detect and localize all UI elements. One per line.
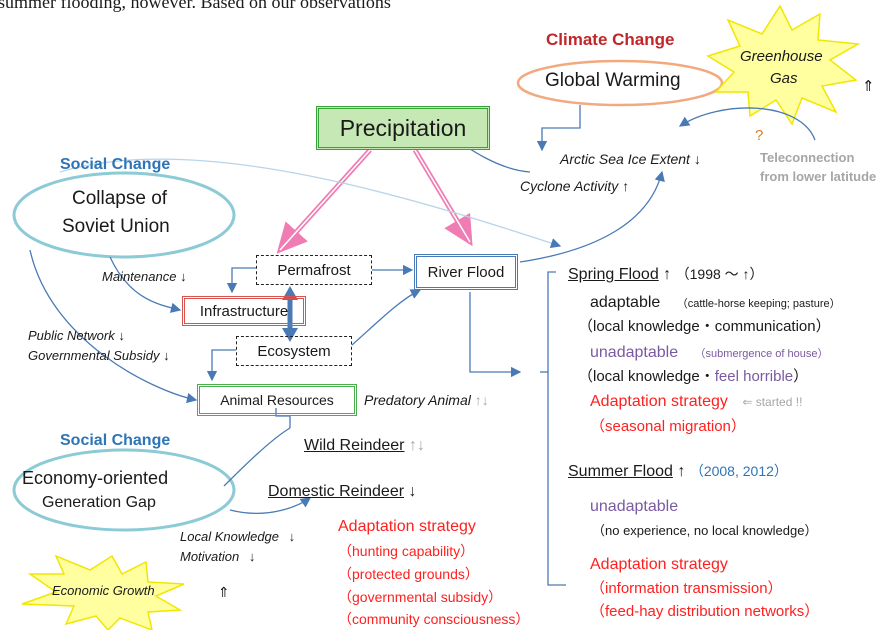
economy-ellipse bbox=[12, 448, 236, 532]
arctic-label: Arctic Sea Ice Extent ↓ bbox=[560, 151, 701, 167]
gov-subsidy-arrow: ↓ bbox=[163, 348, 170, 363]
motivation-arrow: ↓ bbox=[248, 549, 256, 564]
maintenance-arrow: ↓ bbox=[180, 269, 187, 284]
economy-line-2: Generation Gap bbox=[42, 494, 156, 511]
summer-flood-years: （2008, 2012） bbox=[689, 463, 788, 479]
cyclone-text: Cyclone Activity bbox=[520, 178, 619, 194]
gov-subsidy-label: Governmental Subsidy ↓ bbox=[28, 348, 170, 364]
spring-feel-horrible: feel horrible bbox=[714, 368, 794, 385]
greenhouse-label-2: Gas bbox=[770, 70, 798, 87]
spring-adaptable-note: （cattle-horse keeping; pasture） bbox=[676, 298, 841, 310]
question-mark: ? bbox=[755, 127, 764, 144]
predatory-arrows: ↑↓ bbox=[474, 392, 489, 408]
local-knowledge-arrow: ↓ bbox=[288, 529, 296, 544]
economic-growth-arrow: ⇑ bbox=[218, 584, 230, 600]
summer-strategy-item-2: （feed-hay distribution networks） bbox=[590, 603, 820, 620]
precipitation-box: Precipitation bbox=[316, 106, 490, 150]
local-knowledge-text: Local Knowledge bbox=[180, 529, 280, 544]
global-warming-ellipse bbox=[516, 59, 724, 107]
arctic-text: Arctic Sea Ice Extent bbox=[560, 151, 690, 167]
wild-reindeer-line: Wild Reindeer ↑↓ bbox=[304, 437, 425, 455]
reindeer-strategy-item-4: （community consciousness） bbox=[338, 611, 530, 627]
spring-unadaptable-detail-c: ） bbox=[793, 368, 809, 385]
greenhouse-star bbox=[706, 4, 861, 126]
reindeer-strategy-item-1: （hunting capability） bbox=[338, 543, 475, 559]
soviet-ellipse bbox=[12, 171, 236, 259]
spring-strategy: Adaptation strategy bbox=[590, 393, 728, 410]
domestic-reindeer-line: Domestic Reindeer ↓ bbox=[268, 483, 417, 501]
soviet-line-1: Collapse of bbox=[72, 188, 168, 209]
wild-reindeer-arrows: ↑↓ bbox=[408, 437, 425, 454]
greenhouse-label-1: Greenhouse bbox=[740, 48, 823, 65]
maintenance-text: Maintenance bbox=[102, 269, 177, 284]
cyclone-arrow: ↑ bbox=[622, 178, 630, 194]
public-network-label: Public Network ↓ bbox=[28, 328, 125, 344]
arctic-arrow: ↓ bbox=[693, 151, 701, 167]
domestic-reindeer-arrow: ↓ bbox=[408, 483, 417, 500]
summer-strategy-item-1: （information transmission） bbox=[590, 580, 783, 597]
global-warming-label: Global Warming bbox=[545, 70, 681, 91]
cyclone-label: Cyclone Activity ↑ bbox=[520, 178, 629, 194]
public-network-arrow: ↓ bbox=[118, 328, 125, 343]
reindeer-strategy: Adaptation strategy bbox=[338, 518, 476, 535]
predatory-text: Predatory Animal bbox=[364, 392, 471, 408]
spring-flood-line: Spring Flood ↑ （1998 〜 ↑） bbox=[568, 266, 764, 284]
spring-strategy-line: Adaptation strategy ⇐ started !! bbox=[590, 393, 802, 411]
motivation-text: Motivation bbox=[180, 549, 240, 564]
ecosystem-box: Ecosystem bbox=[236, 336, 352, 366]
intro-text: summer flooding, however. Based on our o… bbox=[0, 0, 391, 12]
predatory-label: Predatory Animal ↑↓ bbox=[364, 392, 489, 408]
teleconnection-label-2: from lower latitude bbox=[760, 169, 877, 184]
teleconnection-label-1: Teleconnection bbox=[760, 150, 855, 165]
infrastructure-box: Infrastructure bbox=[182, 296, 306, 326]
reindeer-strategy-item-3: （governmental subsidy） bbox=[338, 589, 503, 605]
spring-started: ⇐ started !! bbox=[742, 395, 803, 409]
summer-strategy: Adaptation strategy bbox=[590, 556, 728, 573]
economy-line-1: Economy-oriented bbox=[22, 468, 169, 488]
soviet-line-2: Soviet Union bbox=[62, 216, 170, 237]
spring-strategy-item: （seasonal migration） bbox=[590, 418, 746, 435]
wild-reindeer: Wild Reindeer bbox=[304, 437, 405, 454]
spring-adaptable: adaptable bbox=[590, 294, 661, 311]
social-change-heading-2: Social Change bbox=[60, 432, 171, 449]
spring-unadaptable-line: unadaptable （submergence of house） bbox=[590, 344, 828, 362]
summer-unadaptable: unadaptable bbox=[590, 498, 679, 515]
domestic-reindeer: Domestic Reindeer bbox=[268, 483, 405, 500]
reindeer-strategy-item-2: （protected grounds） bbox=[338, 566, 479, 582]
river-flood-box: River Flood bbox=[414, 254, 518, 290]
economic-growth-star bbox=[21, 554, 185, 630]
spring-adaptable-detail: （local knowledge・communication） bbox=[578, 318, 831, 335]
spring-flood-years: （1998 〜 ↑） bbox=[675, 266, 764, 282]
public-network-text: Public Network bbox=[28, 328, 115, 343]
spring-unadaptable: unadaptable bbox=[590, 344, 679, 361]
greenhouse-arrow: ⇑ bbox=[862, 78, 875, 95]
climate-change-heading: Climate Change bbox=[546, 30, 675, 49]
spring-flood-title: Spring Flood bbox=[568, 266, 659, 283]
summer-unadaptable-detail: （no experience, no local knowledge） bbox=[592, 523, 818, 538]
summer-flood-arrow: ↑ bbox=[677, 463, 686, 480]
summer-flood-line: Summer Flood ↑ （2008, 2012） bbox=[568, 463, 788, 481]
spring-flood-arrow: ↑ bbox=[663, 266, 672, 283]
spring-unadaptable-note: （submergence of house） bbox=[694, 348, 829, 360]
economic-growth-label: Economic Growth bbox=[52, 583, 155, 598]
local-knowledge-label: Local Knowledge ↓ bbox=[180, 529, 296, 545]
spring-unadaptable-detail: （local knowledge・feel horrible） bbox=[578, 368, 808, 385]
motivation-label: Motivation ↓ bbox=[180, 549, 256, 565]
spring-adaptable-line: adaptable （cattle-horse keeping; pasture… bbox=[590, 294, 841, 312]
social-change-heading-1: Social Change bbox=[60, 156, 171, 173]
spring-unadaptable-detail-a: （local knowledge・ bbox=[578, 368, 715, 385]
permafrost-box: Permafrost bbox=[256, 255, 372, 285]
maintenance-label: Maintenance ↓ bbox=[102, 269, 187, 285]
summer-flood-title: Summer Flood bbox=[568, 463, 673, 480]
gov-subsidy-text: Governmental Subsidy bbox=[28, 348, 160, 363]
animal-resources-box: Animal Resources bbox=[197, 384, 357, 416]
